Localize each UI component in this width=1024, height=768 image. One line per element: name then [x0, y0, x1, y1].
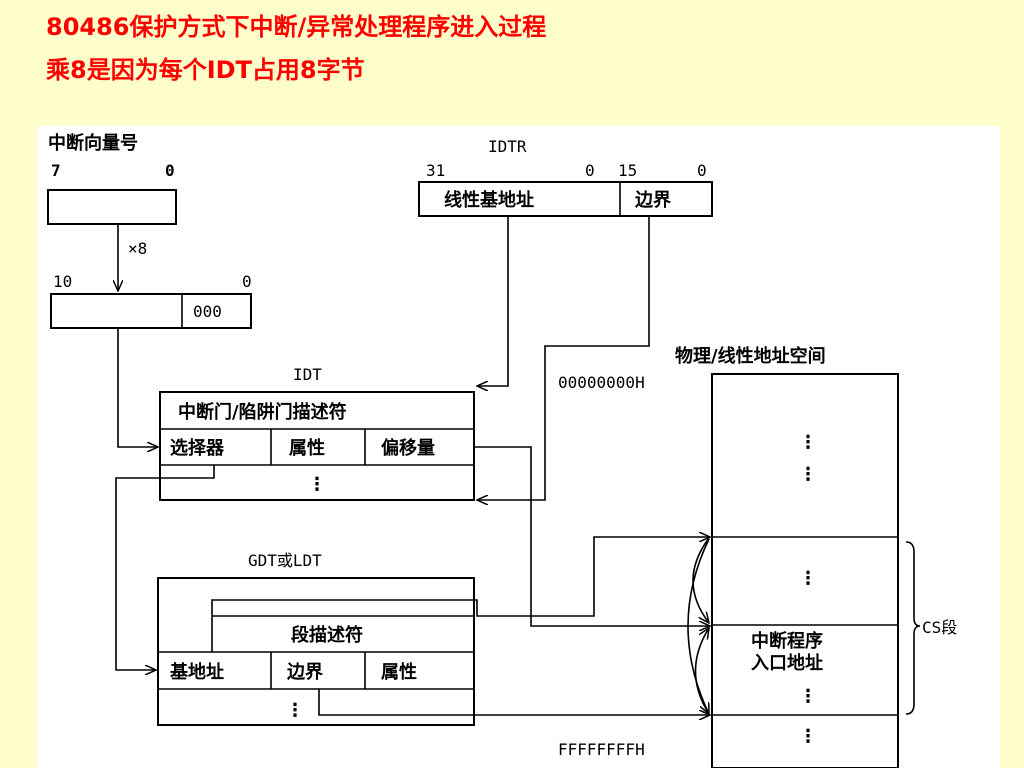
memory-dots: ⋮: [799, 432, 817, 453]
memory-label: 物理/线性地址空间: [675, 345, 826, 367]
slide-subtitle: 乘8是因为每个IDT占用8字节: [46, 56, 365, 84]
result-suffix: 000: [193, 302, 222, 321]
memory-end: FFFFFFFFH: [558, 740, 645, 759]
curve-arrow: [692, 537, 709, 623]
slide-title: 80486保护方式下中断/异常处理程序进入过程: [46, 13, 547, 41]
memory-column: [711, 373, 899, 768]
limit-to-cs-arrow: [318, 689, 710, 715]
memory-dots: ⋮: [799, 686, 817, 707]
idtr-bit0a: 0: [585, 161, 595, 180]
curve-arrow: [694, 628, 710, 715]
memory-dots: ⋮: [799, 464, 817, 485]
idt-attr: 属性: [289, 437, 325, 459]
idtr-base: 线性基地址: [444, 189, 534, 211]
cs-brace: [905, 541, 921, 715]
idtr-limit: 边界: [634, 190, 671, 211]
cs-label: CS段: [922, 618, 957, 637]
multiply-label: ×8: [128, 239, 147, 258]
idtr-bit31: 31: [426, 161, 445, 180]
interrupt-flow-diagram: 中断向量号 7 0 ×8 10 0 000 IDTR 31 0 15 0 线性基…: [47, 132, 957, 768]
vector-bit-high: 7: [51, 161, 61, 180]
vector-register: [47, 189, 177, 225]
selector-to-gdt-arrow: [115, 465, 215, 670]
gdt-dots: ⋮: [286, 700, 304, 721]
result-bit-low: 0: [242, 272, 252, 291]
idt-selector: 选择器: [170, 437, 225, 459]
gdt-label: GDT或LDT: [248, 551, 322, 570]
idt-offset: 偏移量: [381, 437, 435, 459]
idtr-limit-arrow: [477, 216, 650, 500]
vector-label: 中断向量号: [48, 132, 138, 154]
result-register: [50, 293, 252, 329]
entry-line1: 中断程序: [751, 630, 823, 652]
idt-dots: ⋮: [308, 474, 326, 495]
idt-header: 中断门/陷阱门描述符: [178, 401, 347, 423]
gdt-header: 段描述符: [291, 624, 363, 646]
idtr-bit15: 15: [618, 161, 637, 180]
idt-table: [159, 391, 475, 501]
base-to-cs-arrow: [211, 537, 710, 617]
idtr-register: [418, 181, 713, 217]
gdt-limit: 边界: [286, 662, 323, 683]
entry-line2: 入口地址: [751, 652, 823, 674]
result-bit-high: 10: [53, 272, 72, 291]
vector-to-idt-arrow: [117, 328, 158, 447]
idtr-base-arrow: [477, 216, 509, 386]
memory-dots: ⋮: [799, 726, 817, 747]
gdt-attr: 属性: [381, 661, 417, 683]
idtr-label: IDTR: [488, 137, 527, 156]
memory-start: 00000000H: [558, 373, 645, 392]
offset-to-entry-arrow: [474, 446, 710, 626]
vector-bit-low: 0: [165, 161, 175, 180]
memory-dots: ⋮: [799, 568, 817, 589]
idt-label: IDT: [293, 365, 322, 384]
idtr-bit0b: 0: [697, 161, 707, 180]
curve-arrow: [687, 538, 709, 714]
diagram-panel: 中断向量号 7 0 ×8 10 0 000 IDTR 31 0 15 0 线性基…: [37, 126, 1000, 768]
gdt-base: 基地址: [169, 661, 224, 683]
